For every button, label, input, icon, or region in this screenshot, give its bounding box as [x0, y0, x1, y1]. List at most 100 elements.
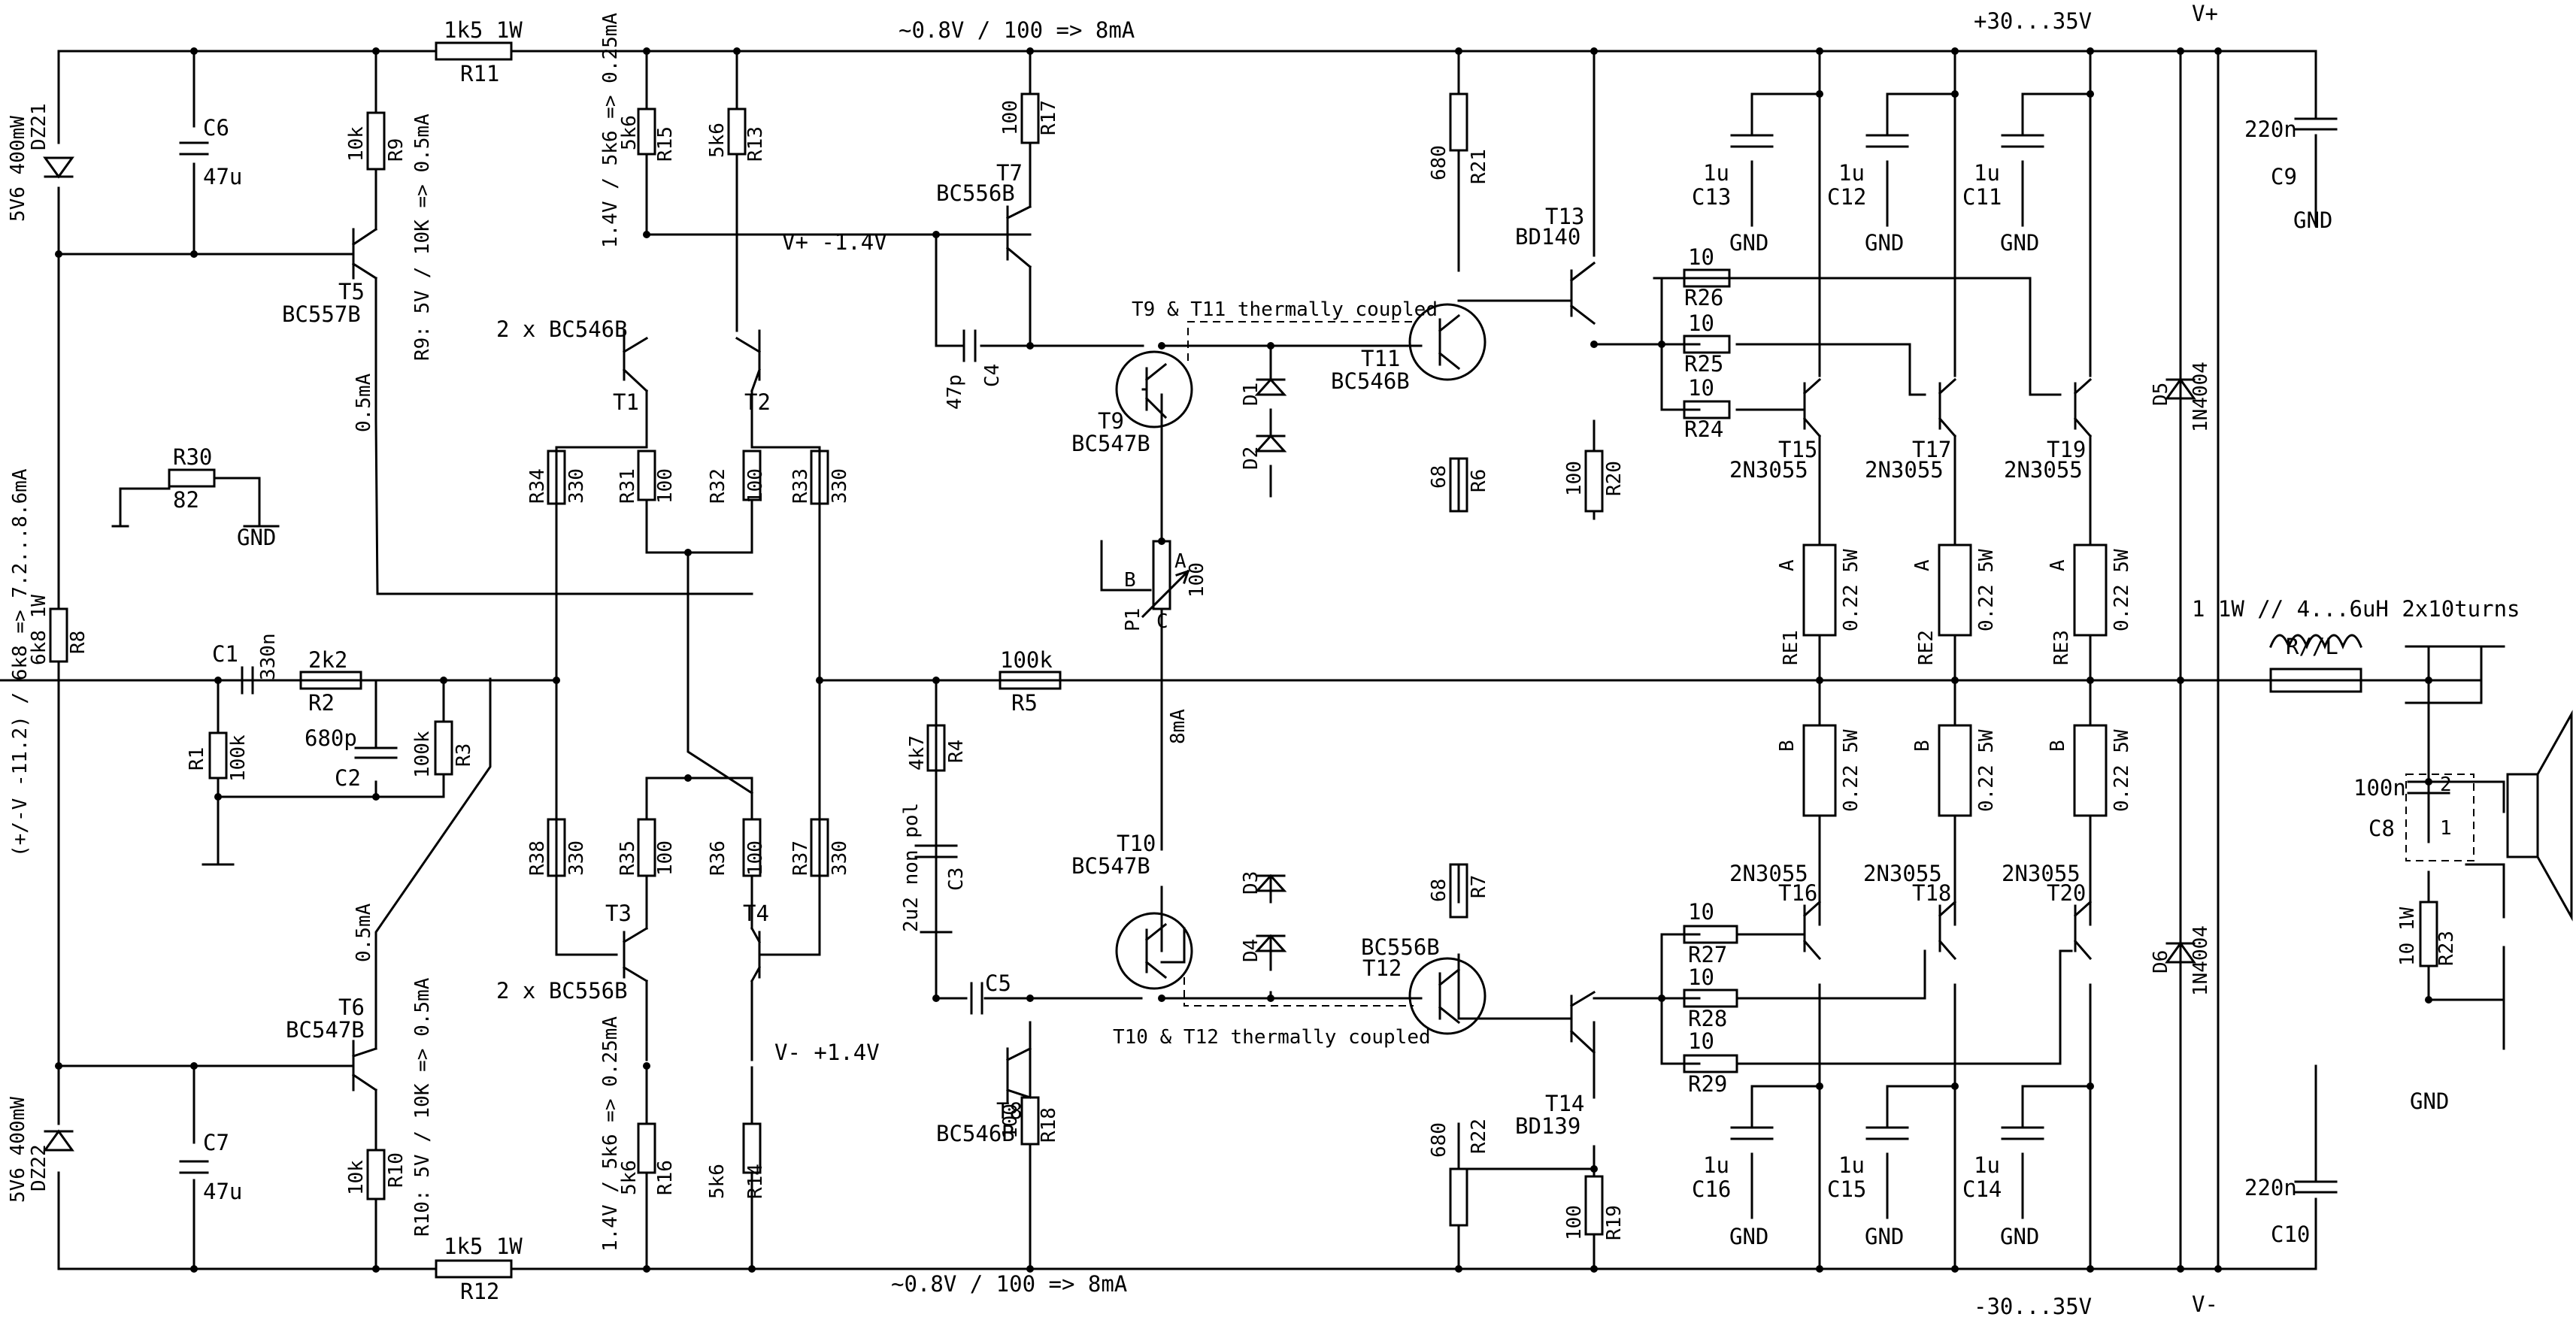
current-05ma-bottom: 0.5mA — [353, 903, 375, 962]
c15-ref: C15 — [1827, 1176, 1866, 1202]
current-note-top: ~0.8V / 100 => 8mA — [899, 17, 1135, 43]
junction — [1267, 995, 1274, 1002]
t11-ref: T11 — [1361, 346, 1400, 371]
r27-ref: R27 — [1688, 942, 1727, 967]
part-labels: 1k5 1W R11 1k5 1W R12 5V6 400mW DZ21 5V6… — [7, 17, 2458, 1304]
t6-ref: T6 — [338, 995, 365, 1020]
transistor-t11-leads — [1438, 313, 1461, 371]
re3-value-b: 0.22 5W — [2111, 729, 2133, 812]
r29-ref: R29 — [1688, 1071, 1727, 1097]
c9-value: 220n — [2244, 117, 2297, 142]
junction — [190, 1062, 198, 1070]
resistor-r1 — [208, 731, 228, 780]
vminus-offset-label: V- +1.4V — [774, 1040, 880, 1065]
t9-ref: T9 — [1098, 408, 1124, 434]
r11-value: 1k5 1W — [444, 17, 523, 43]
r6-ref: R6 — [1468, 469, 1490, 492]
bottom-rail — [57, 1064, 2317, 1270]
resistor-re1-a — [1802, 543, 1837, 637]
r5-value: 100k — [1000, 647, 1053, 673]
transistor-t19 — [2073, 377, 2093, 438]
resistor-r38 — [547, 818, 566, 877]
junction — [932, 677, 940, 684]
resistor-r6 — [1449, 457, 1468, 513]
gnd-label: GND — [1729, 1224, 1768, 1249]
resistor-r10 — [366, 1149, 386, 1200]
c16-value: 1u — [1703, 1152, 1729, 1178]
decoupling-wires — [1750, 92, 2092, 1219]
transistor-t4 — [750, 926, 762, 983]
p1-pin-b: B — [1124, 569, 1136, 592]
r26-value: 10 — [1688, 244, 1714, 270]
r2-value: 2k2 — [308, 647, 347, 673]
c6-ref: C6 — [203, 115, 229, 141]
diff-pair-bottom-label: 2 x BC556B — [496, 978, 628, 1004]
r3-value: 100k — [411, 731, 434, 778]
rail-caps-wires — [2179, 50, 2220, 1270]
r9-ref: R9 — [385, 138, 408, 162]
c12-ref: C12 — [1827, 184, 1866, 210]
rail-label-vminus: V- — [2192, 1291, 2218, 1317]
t1-ref: T1 — [613, 389, 639, 415]
potentiometer-p1 — [1152, 540, 1171, 610]
diode-d4 — [1254, 934, 1287, 952]
vplus-offset-label: V+ -1.4V — [782, 229, 887, 255]
supply-label-top: +30...35V — [1974, 8, 2092, 34]
capacitor-c11 — [2001, 134, 2044, 148]
junction — [214, 793, 222, 801]
r33-ref: R33 — [789, 468, 812, 504]
junction — [55, 1062, 62, 1070]
t15-ref: T15 — [1778, 437, 1817, 462]
r23-value: 10 1W — [2396, 907, 2419, 966]
c10-ref: C10 — [2271, 1222, 2310, 1247]
transistor-t9 — [1115, 350, 1193, 428]
current-note-bottom: ~0.8V / 100 => 8mA — [891, 1271, 1127, 1297]
r11-ref: R11 — [460, 61, 499, 86]
junction — [1267, 342, 1274, 350]
speaker-icon — [2506, 710, 2573, 922]
junction — [2087, 1265, 2094, 1273]
r34-value: 330 — [565, 468, 588, 504]
resistor-r37 — [810, 818, 829, 877]
capacitor-c16 — [1730, 1126, 1774, 1140]
c7-ref: C7 — [203, 1130, 229, 1155]
junction — [2177, 677, 2184, 684]
gnd-label: GND — [1865, 230, 1904, 256]
junction — [2087, 47, 2094, 55]
junction — [1590, 47, 1598, 55]
resistor-r2 — [299, 671, 362, 690]
junction — [1658, 341, 1665, 348]
c2-value: 680p — [305, 725, 357, 751]
re1-ref: RE1 — [1780, 630, 1802, 665]
junction — [372, 47, 380, 55]
dz22-ref: DZ22 — [28, 1144, 50, 1191]
diode-d2 — [1254, 434, 1287, 453]
t19-value: 2N3055 — [2004, 457, 2083, 483]
transistor-t8 — [1005, 1046, 1032, 1103]
junction — [1951, 47, 1959, 55]
resistor-r14 — [742, 1122, 762, 1174]
r30-value: 82 — [173, 487, 199, 513]
r16-ref: R16 — [654, 1160, 677, 1195]
zener-dz22 — [43, 1129, 74, 1152]
resistor-r5 — [999, 671, 1062, 690]
r16-value: 5k6 — [618, 1160, 641, 1195]
r18-ref: R18 — [1038, 1107, 1060, 1143]
junction — [1951, 90, 1959, 98]
coil-note: 1 1W // 4...6uH 2x10turns — [2192, 596, 2520, 622]
capacitor-c6 — [179, 141, 209, 156]
transistor-t20 — [2073, 900, 2093, 961]
r31-value: 100 — [654, 468, 677, 504]
junction — [372, 793, 380, 801]
c4-value: 47p — [944, 374, 966, 410]
junction — [1455, 47, 1462, 55]
junction — [2214, 47, 2222, 55]
resistor-r3 — [434, 720, 453, 776]
re3-pin-a: A — [2047, 559, 2069, 571]
junction — [1026, 47, 1034, 55]
resistor-r35 — [637, 818, 656, 877]
vas-wires — [818, 50, 2317, 1270]
current-05ma-top: 0.5mA — [353, 373, 375, 432]
coil-and-speaker — [2269, 634, 2573, 922]
r8-ref: R8 — [67, 631, 89, 654]
